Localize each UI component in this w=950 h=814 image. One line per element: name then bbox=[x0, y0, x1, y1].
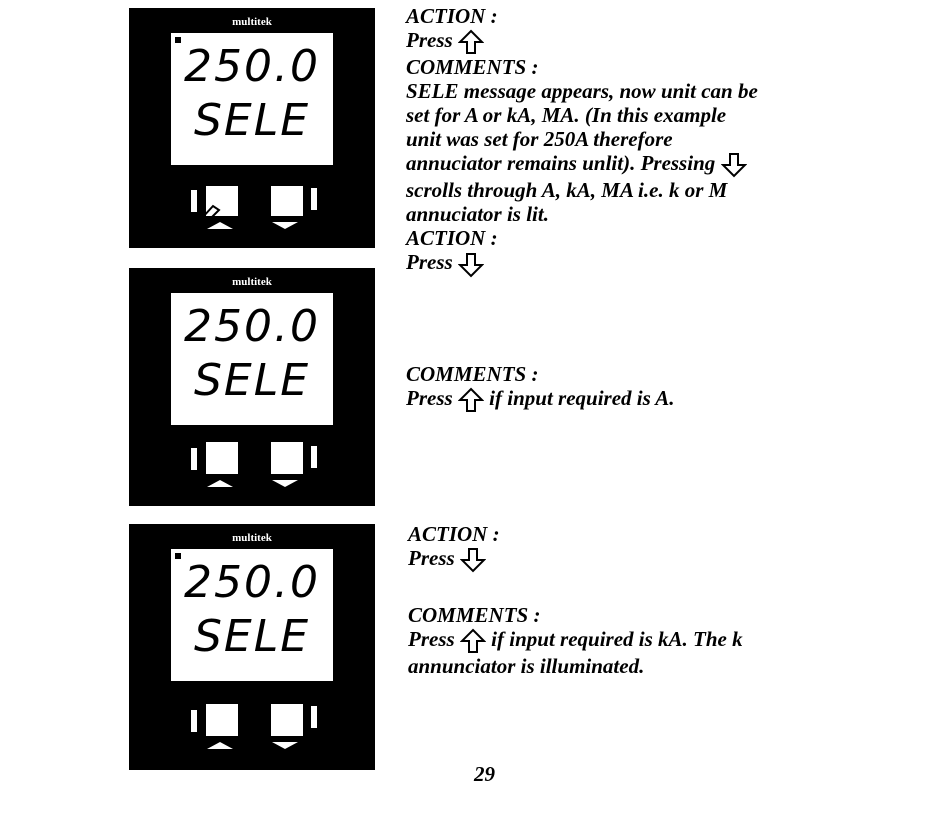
press-text: Press bbox=[406, 250, 453, 275]
down-arrow-icon bbox=[272, 742, 298, 749]
lcd-display: 250.0 SELE bbox=[171, 293, 333, 425]
lcd-line-1: 250.0 bbox=[184, 41, 320, 92]
lcd-line-1: 250.0 bbox=[184, 557, 320, 608]
instruction-block-2: COMMENTS : Press if input required is A. bbox=[406, 362, 675, 413]
indicator-bar bbox=[191, 448, 197, 470]
action-line: Press bbox=[406, 250, 758, 277]
action-label: ACTION : bbox=[408, 522, 500, 546]
comment-line: Press if input required is A. bbox=[406, 386, 675, 413]
comment-line: SELE message appears, now unit can be bbox=[406, 79, 758, 104]
action-line: Press bbox=[406, 28, 758, 55]
indicator-bar bbox=[311, 446, 317, 468]
lcd-display: 250.0 SELE bbox=[171, 33, 333, 165]
press-text: Press bbox=[406, 28, 453, 52]
up-button[interactable] bbox=[204, 440, 240, 476]
up-button[interactable] bbox=[204, 184, 240, 218]
indicator-bar bbox=[191, 710, 197, 732]
instruction-block-3: ACTION : Press COMMENTS : Press if input… bbox=[408, 522, 743, 678]
comments-label: COMMENTS : bbox=[406, 362, 539, 386]
down-button[interactable] bbox=[269, 702, 305, 738]
comment-line: annunciator is illuminated. bbox=[408, 654, 645, 679]
action-line: Press bbox=[408, 546, 743, 573]
lcd-indicator bbox=[175, 553, 181, 559]
up-arrow-icon bbox=[459, 628, 486, 654]
press-text: Press bbox=[408, 546, 455, 570]
indicator-bar bbox=[311, 706, 317, 728]
lcd-line-2: SELE bbox=[193, 355, 311, 406]
comment-line: annuciator remains unlit). Pressing bbox=[406, 151, 758, 178]
indicator-bar bbox=[311, 188, 317, 210]
meter-brand: multitek bbox=[232, 532, 272, 544]
page-number: 29 bbox=[474, 762, 495, 786]
up-arrow-icon bbox=[457, 387, 484, 413]
lcd-display: 250.0 SELE bbox=[171, 549, 333, 681]
up-arrow-icon bbox=[207, 480, 233, 487]
comments-label: COMMENTS : bbox=[408, 603, 541, 628]
spacer bbox=[408, 573, 743, 603]
down-arrow-icon bbox=[459, 548, 486, 573]
lcd-line-1: 250.0 bbox=[184, 301, 320, 352]
pressing-hand-icon bbox=[200, 204, 221, 222]
comments-label: COMMENTS : bbox=[406, 55, 539, 80]
up-arrow-icon bbox=[457, 29, 484, 55]
lcd-line-2: SELE bbox=[193, 611, 311, 662]
down-arrow-icon bbox=[272, 480, 298, 487]
meter-brand: multitek bbox=[232, 276, 272, 288]
down-arrow-icon bbox=[720, 153, 747, 178]
meter-image-2: multitek 250.0 SELE bbox=[129, 268, 375, 506]
comment-line: scrolls through A, kA, MA i.e. k or M bbox=[406, 178, 728, 203]
up-arrow-icon bbox=[207, 222, 233, 229]
down-button[interactable] bbox=[269, 184, 305, 218]
meter-brand: multitek bbox=[232, 16, 272, 28]
comment-line: Press if input required is kA. The k bbox=[408, 627, 743, 654]
down-button[interactable] bbox=[269, 440, 305, 476]
comment-line: unit was set for 250A therefore bbox=[406, 127, 673, 152]
indicator-bar bbox=[191, 190, 197, 212]
meter-image-1: multitek 250.0 SELE bbox=[129, 8, 375, 248]
up-arrow-icon bbox=[207, 742, 233, 749]
comment-line: annuciator is lit. bbox=[406, 202, 549, 227]
lcd-line-2: SELE bbox=[193, 95, 311, 146]
down-arrow-icon bbox=[272, 222, 298, 229]
up-button[interactable] bbox=[204, 702, 240, 738]
down-arrow-icon bbox=[457, 252, 484, 277]
action-label: ACTION : bbox=[406, 4, 498, 28]
lcd-indicator bbox=[175, 37, 181, 43]
instruction-block-1: ACTION : Press COMMENTS : SELE message a… bbox=[406, 4, 758, 278]
comment-line: set for A or kA, MA. (In this example bbox=[406, 103, 727, 128]
meter-image-3: multitek 250.0 SELE bbox=[129, 524, 375, 770]
action-label: ACTION : bbox=[406, 226, 498, 251]
